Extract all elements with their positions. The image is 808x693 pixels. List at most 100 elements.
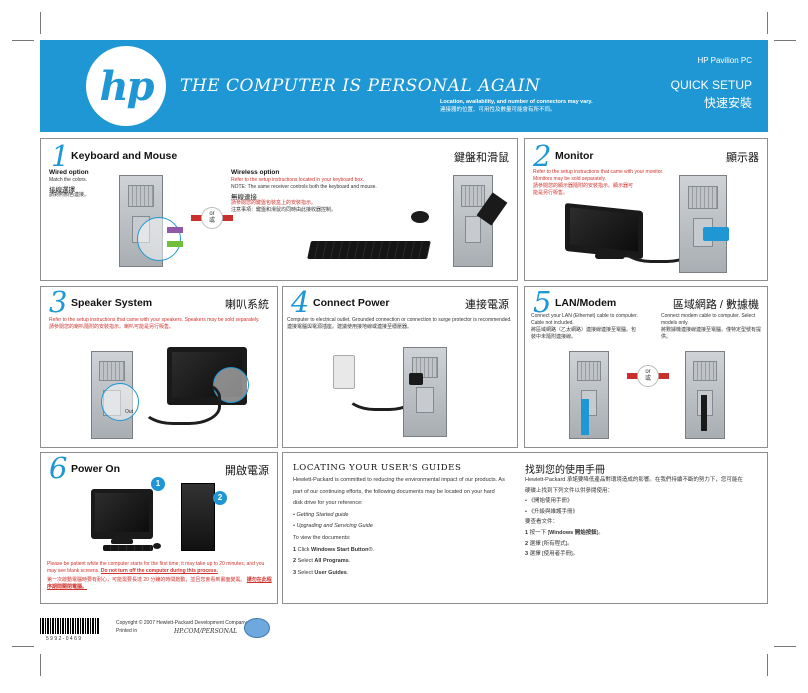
computer-tower-back-lan xyxy=(569,351,609,439)
computer-tower-back xyxy=(403,347,447,437)
power-on-desc-zh-text: 第一次啟動電腦時要有耐心，可能需要長達 20 分鐘的時間啟動，並且您會看到畫面變… xyxy=(47,577,246,583)
ps2-mouse-plug xyxy=(167,241,183,247)
or-sign-zh: 或 xyxy=(644,376,651,382)
product-name: HP Pavilion PC xyxy=(697,56,752,65)
monitor-image xyxy=(91,489,153,539)
crop-mark xyxy=(12,40,34,41)
step-desc-zh: 連接電腦與電源插座。建議使用接地線或連接至穩壓器。 xyxy=(287,324,413,330)
step-title-zh: 喇叭系統 xyxy=(225,299,269,311)
crop-mark xyxy=(767,654,768,676)
crop-mark xyxy=(774,40,796,41)
power-on-desc: Please be patient while the computer sta… xyxy=(47,561,273,575)
wired-option-label: Wired option xyxy=(49,169,89,176)
guides-step-1-zh: 1 按一下 [Windows 開始按鈕]。 xyxy=(525,529,604,536)
step-4-connect-power: 4 Connect Power 連接電源 Computer to electri… xyxy=(282,286,518,448)
or-sign: or 或 xyxy=(201,207,223,229)
step-1-keyboard-mouse: 1 Keyboard and Mouse 鍵盤和滑鼠 Wired option … xyxy=(40,138,518,281)
computer-tower-back xyxy=(679,175,727,273)
guides-doc-2: • Upgrading and Servicing Guide xyxy=(293,523,373,530)
step-desc: Refer to the setup instructions that cam… xyxy=(49,317,260,323)
quick-setup-title: QUICK SETUP xyxy=(670,78,752,92)
modem-desc-zh: 將數據機連接線連接至電腦。僅特定型號有提供。 xyxy=(661,327,762,340)
step-number: 2 xyxy=(533,139,552,173)
crop-mark xyxy=(767,12,768,34)
step-desc-zh: 請參閱您的顯示器隨附的安裝指示。顯示器可能是另行販售。 xyxy=(533,183,634,196)
step-title: LAN/Modem xyxy=(555,297,617,309)
availability-note: Location, availability, and number of co… xyxy=(440,98,593,114)
step-number: 6 xyxy=(49,452,68,485)
audio-port-callout xyxy=(101,383,139,421)
step-title: Connect Power xyxy=(313,297,390,309)
guides-intro-zh: Hewlett-Packard 承諾要降低產品對環境造成的影響。在我們持續不斷的… xyxy=(525,477,743,494)
guides-doc-2-zh: • 《升級與維護手冊》 xyxy=(525,508,578,515)
step-number: 4 xyxy=(291,286,310,319)
power-badge-2: 2 xyxy=(213,491,227,505)
step-desc: Refer to the setup instructions that cam… xyxy=(533,169,664,182)
step-title-zh: 區域網路 / 數據機 xyxy=(672,299,759,311)
monitor-stand xyxy=(111,539,133,544)
ps2-ports-callout xyxy=(137,217,181,261)
copyright: Copyright © 2007 Hewlett-Packard Develop… xyxy=(116,620,258,626)
step-3-speaker-system: 3 Speaker System 喇叭系統 Refer to the setup… xyxy=(40,286,278,448)
or-sign: or 或 xyxy=(637,365,659,387)
crop-mark xyxy=(40,654,41,676)
modem-cable-plug xyxy=(701,395,707,431)
wireless-option-desc: Refer to the setup instructions located … xyxy=(231,177,365,183)
step-6-power-on: 6 Power On 開啟電源 1 2 Please be patient wh… xyxy=(40,452,278,604)
wireless-option-label-zh: 無線連接 xyxy=(231,194,257,201)
step-number: 1 xyxy=(51,139,70,173)
power-badge-1: 1 xyxy=(151,477,165,491)
guides-heading-zh: 找到您的使用手冊 xyxy=(525,465,605,476)
quick-setup-title-zh: 快速安裝 xyxy=(703,96,752,110)
printed-in: Printed in xyxy=(116,628,138,634)
power-on-desc-zh-emph: 請勿在此程序期間關閉電腦。 xyxy=(47,577,272,590)
barcode-number: 5 9 9 2 - 0 4 6 9 xyxy=(46,636,82,642)
or-sign-zh: 或 xyxy=(208,218,215,224)
vga-connector xyxy=(703,227,729,241)
ps2-keyboard-plug xyxy=(167,227,183,233)
wired-option-desc: Match the colors. xyxy=(49,177,88,183)
step-title-zh: 開啟電源 xyxy=(225,465,269,477)
step-title: Power On xyxy=(71,463,121,475)
step-title: Speaker System xyxy=(71,297,153,309)
lan-desc-zh: 將區域網路（乙太網路）連接線連接至電腦。包裝中未隨附連接線。 xyxy=(531,327,637,340)
step-desc: Computer to electrical outlet. Grounded … xyxy=(287,317,512,323)
guides-body-zh: Hewlett-Packard 承諾要降低產品對環境造成的影響。在我們持續不斷的… xyxy=(525,475,745,560)
monitor-stand xyxy=(595,253,625,259)
mouse-image xyxy=(411,211,429,223)
availability-note-zh: 連接器的位置、可用性及數量可能會有所不同。 xyxy=(440,107,556,113)
speaker-cable xyxy=(141,379,221,425)
wired-option-label-zh: 接線選擇 xyxy=(49,187,75,194)
keyboard-image xyxy=(307,241,431,259)
guides-intro: Hewlett-Packard is committed to reducing… xyxy=(293,477,505,507)
step-title-zh: 顯示器 xyxy=(726,152,759,164)
wired-option-desc-zh: 請對照顏色連接。 xyxy=(49,192,90,198)
barcode-image xyxy=(40,618,100,634)
users-guides-panel: LOCATING YOUR USER'S GUIDES Hewlett-Pack… xyxy=(282,452,768,604)
crop-mark xyxy=(774,646,796,647)
header-banner: hp THE COMPUTER IS PERSONAL AGAIN Locati… xyxy=(40,40,768,132)
footer: 5 9 9 2 - 0 4 6 9 Copyright © 2007 Hewle… xyxy=(40,614,768,646)
or-sign-en: or xyxy=(645,369,651,375)
step-title: Monitor xyxy=(555,150,594,162)
wireless-option-note-zh: 注意事項：鍵盤和滑鼠均同時由此接收器控制。 xyxy=(231,207,337,213)
guides-step-3: 3 Select User Guides. xyxy=(293,569,349,576)
step-number: 3 xyxy=(49,286,68,319)
power-on-desc-zh: 第一次啟動電腦時要有耐心，可能需要長達 20 分鐘的時間啟動，並且您會看到畫面變… xyxy=(47,577,273,591)
guides-step-1: 1 Click Windows Start Button®. xyxy=(293,546,375,553)
step-2-monitor: 2 Monitor 顯示器 Refer to the setup instruc… xyxy=(524,138,768,281)
guides-body: Hewlett-Packard is committed to reducing… xyxy=(293,475,505,579)
availability-note-en: Location, availability, and number of co… xyxy=(440,99,593,105)
recycle-logo xyxy=(244,618,270,638)
step-title: Keyboard and Mouse xyxy=(71,150,178,162)
power-on-desc-text: Please be patient while the computer sta… xyxy=(47,561,265,574)
audio-out-label: Out xyxy=(125,409,134,415)
step-desc-zh: 請參閱您的喇叭隨附的安裝指示。喇叭可能是另行販售。 xyxy=(49,324,175,330)
guides-heading: LOCATING YOUR USER'S GUIDES xyxy=(293,463,462,473)
or-sign-en: or xyxy=(209,211,215,217)
hp-logo: hp xyxy=(86,46,166,126)
power-on-desc-emph: Do not turn off the computer during this… xyxy=(100,568,218,574)
modem-desc: Connect modem cable to computer. Select … xyxy=(661,313,756,326)
guides-doc-1-zh: • 《開始使用手冊》 xyxy=(525,498,573,505)
crop-mark xyxy=(40,12,41,34)
